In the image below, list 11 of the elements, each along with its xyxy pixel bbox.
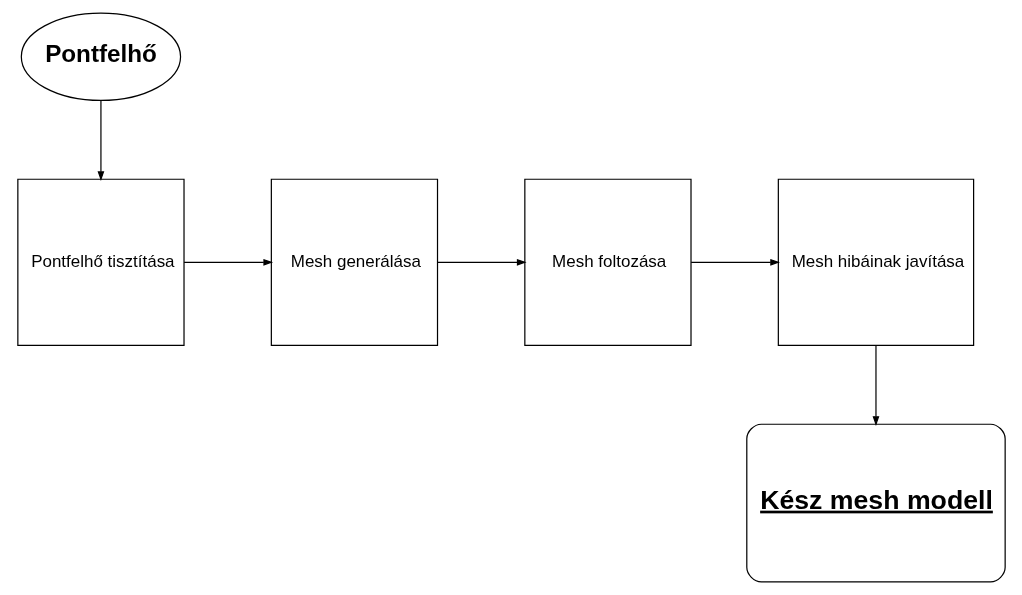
node-box: Kész mesh modell [745,423,1006,583]
arrow [183,258,273,266]
node-box: Mesh hibáinak javítása [777,178,974,346]
arrow [690,258,780,266]
node-ellipse: Pontfelhő [20,12,181,101]
node-box: Pontfelhő tisztítása [16,178,185,346]
node-box: Mesh foltozása [523,178,692,346]
arrow [872,344,879,426]
node-box: Mesh generálása [270,178,438,346]
arrow [97,99,104,181]
arrow [436,258,527,266]
